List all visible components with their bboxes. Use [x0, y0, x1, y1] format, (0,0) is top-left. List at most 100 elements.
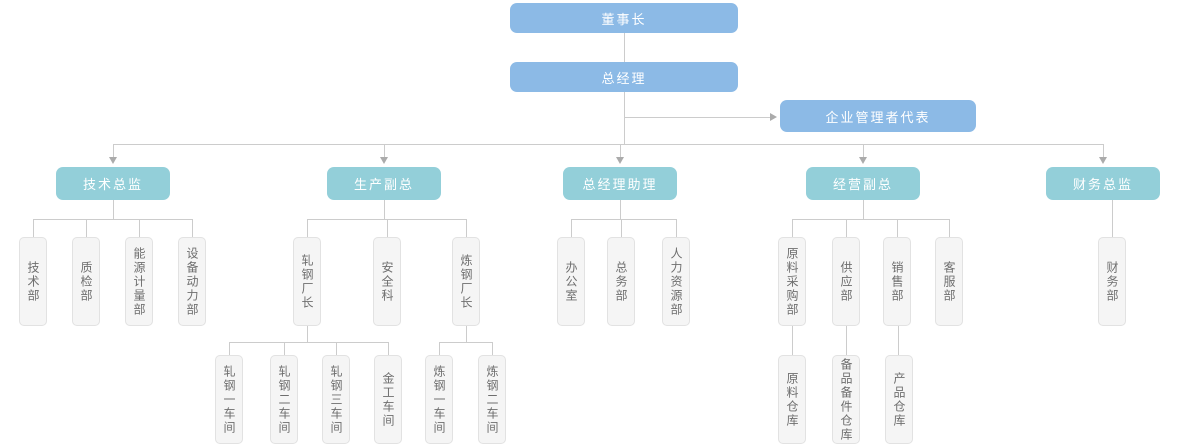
- node-label: 人力资源部: [669, 246, 683, 317]
- connector-line: [284, 342, 285, 355]
- node-supply-dept[interactable]: 供应部: [832, 237, 860, 326]
- connector-line: [1112, 200, 1113, 237]
- connector-line: [792, 219, 793, 237]
- connector-line: [33, 219, 192, 220]
- node-rolling-workshop-1[interactable]: 轧钢一车间: [215, 355, 243, 444]
- connector-line: [898, 326, 899, 355]
- connector-line: [384, 144, 385, 157]
- node-tech-director[interactable]: 技术总监: [56, 167, 170, 200]
- node-raw-material-warehouse[interactable]: 原料仓库: [778, 355, 806, 444]
- connector-line: [571, 219, 572, 237]
- connector-line: [620, 200, 621, 219]
- connector-line: [571, 219, 676, 220]
- node-label: 金工车间: [381, 371, 395, 428]
- node-hr-dept[interactable]: 人力资源部: [662, 237, 690, 326]
- node-label: 设备动力部: [185, 246, 199, 317]
- node-general-manager[interactable]: 总经理: [510, 62, 738, 92]
- node-customer-service-dept[interactable]: 客服部: [935, 237, 963, 326]
- connector-line: [624, 33, 625, 62]
- connector-line: [792, 326, 793, 355]
- node-label: 炼钢一车间: [432, 364, 446, 435]
- connector-line: [113, 144, 1104, 145]
- node-label: 经营副总: [832, 177, 893, 192]
- node-label: 轧钢厂长: [300, 253, 314, 310]
- arrow-down-icon: [859, 157, 867, 164]
- arrow-down-icon: [616, 157, 624, 164]
- node-label: 销售部: [890, 260, 904, 303]
- node-label: 财务部: [1105, 260, 1119, 303]
- connector-line: [466, 219, 467, 237]
- node-label: 原料仓库: [785, 371, 799, 428]
- connector-line: [863, 144, 864, 157]
- connector-line: [86, 219, 87, 237]
- node-operations-vp[interactable]: 经营副总: [806, 167, 920, 200]
- connector-line: [676, 219, 677, 237]
- connector-line: [624, 117, 770, 118]
- node-quality-inspection-dept[interactable]: 质检部: [72, 237, 100, 326]
- node-steelmaking-workshop-1[interactable]: 炼钢一车间: [425, 355, 453, 444]
- node-finance-director[interactable]: 财务总监: [1046, 167, 1160, 200]
- connector-line: [621, 219, 622, 237]
- arrow-right-icon: [770, 113, 777, 121]
- connector-line: [792, 219, 949, 220]
- connector-line: [387, 219, 388, 237]
- node-safety-section[interactable]: 安全科: [373, 237, 401, 326]
- node-steelmaking-workshop-2[interactable]: 炼钢二车间: [478, 355, 506, 444]
- node-label: 总务部: [614, 260, 628, 303]
- node-label: 炼钢厂长: [459, 253, 473, 310]
- node-office[interactable]: 办公室: [557, 237, 585, 326]
- node-label: 客服部: [942, 260, 956, 303]
- node-rolling-workshop-2[interactable]: 轧钢二车间: [270, 355, 298, 444]
- connector-line: [139, 219, 140, 237]
- node-sales-dept[interactable]: 销售部: [883, 237, 911, 326]
- node-steelmaking-director[interactable]: 炼钢厂长: [452, 237, 480, 326]
- node-metalwork-workshop[interactable]: 金工车间: [374, 355, 402, 444]
- connector-line: [229, 342, 230, 355]
- node-label: 质检部: [79, 260, 93, 303]
- node-label: 产品仓库: [892, 371, 906, 428]
- connector-line: [307, 219, 466, 220]
- connector-line: [1103, 144, 1104, 157]
- connector-line: [439, 342, 440, 355]
- connector-line: [384, 200, 385, 219]
- node-rolling-workshop-3[interactable]: 轧钢三车间: [322, 355, 350, 444]
- node-label: 能源计量部: [132, 246, 146, 317]
- node-product-warehouse[interactable]: 产品仓库: [885, 355, 913, 444]
- node-label: 企业管理者代表: [825, 109, 931, 125]
- node-general-affairs-dept[interactable]: 总务部: [607, 237, 635, 326]
- node-management-rep[interactable]: 企业管理者代表: [780, 100, 976, 132]
- node-label: 总经理助理: [582, 177, 658, 192]
- connector-line: [949, 219, 950, 237]
- node-label: 备品备件仓库: [839, 357, 853, 442]
- connector-line: [192, 219, 193, 237]
- node-energy-metering-dept[interactable]: 能源计量部: [125, 237, 153, 326]
- arrow-down-icon: [109, 157, 117, 164]
- node-gm-assistant[interactable]: 总经理助理: [563, 167, 677, 200]
- node-label: 技术总监: [82, 177, 143, 192]
- node-rolling-mill-director[interactable]: 轧钢厂长: [293, 237, 321, 326]
- node-label: 炼钢二车间: [485, 364, 499, 435]
- node-label: 办公室: [564, 260, 578, 303]
- connector-line: [846, 326, 847, 355]
- node-chairman[interactable]: 董事长: [510, 3, 738, 33]
- node-spare-parts-warehouse[interactable]: 备品备件仓库: [832, 355, 860, 444]
- connector-line: [846, 219, 847, 237]
- node-label: 原料采购部: [785, 246, 799, 317]
- node-label: 总经理: [601, 70, 647, 86]
- node-production-vp[interactable]: 生产副总: [327, 167, 441, 200]
- connector-line: [33, 219, 34, 237]
- node-equipment-power-dept[interactable]: 设备动力部: [178, 237, 206, 326]
- node-label: 供应部: [839, 260, 853, 303]
- node-label: 财务总监: [1072, 177, 1133, 192]
- node-raw-material-purchasing-dept[interactable]: 原料采购部: [778, 237, 806, 326]
- connector-line: [439, 342, 493, 343]
- node-label: 轧钢三车间: [329, 364, 343, 435]
- node-technology-dept[interactable]: 技术部: [19, 237, 47, 326]
- connector-line: [113, 200, 114, 219]
- connector-line: [307, 326, 308, 342]
- connector-line: [492, 342, 493, 355]
- node-finance-dept[interactable]: 财务部: [1098, 237, 1126, 326]
- node-label: 董事长: [601, 11, 647, 27]
- arrow-down-icon: [1099, 157, 1107, 164]
